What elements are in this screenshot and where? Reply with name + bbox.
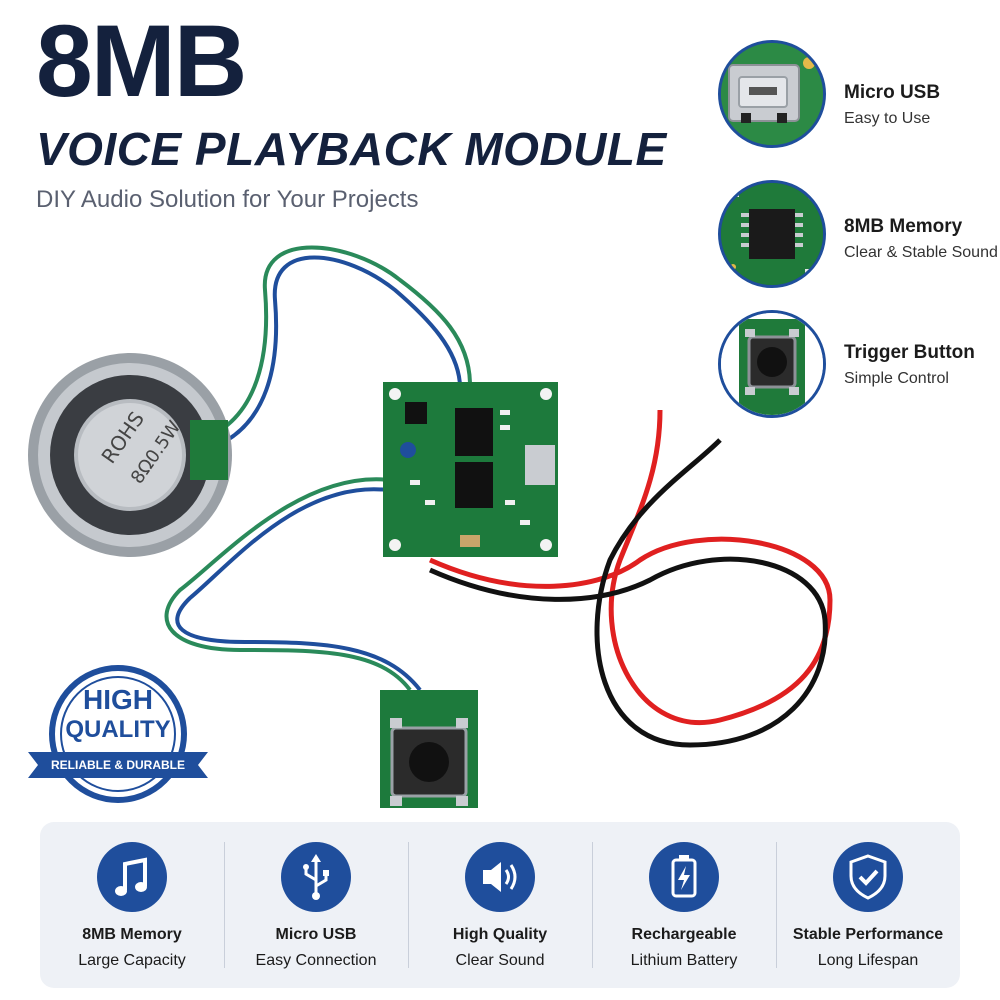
micro-usb-port	[525, 445, 555, 485]
side-feature-desc: Clear & Stable Sound	[844, 244, 998, 261]
badge-ribbon: RELIABLE & DURABLE	[51, 758, 185, 772]
speaker-wire-blue	[204, 255, 462, 452]
side-feature-trigger-button: Trigger Button Simple Control	[718, 310, 998, 420]
main-pcb	[383, 382, 558, 557]
bottom-feature-desc: Lithium Battery	[630, 952, 738, 969]
memory-chip	[455, 408, 493, 456]
badge-line1: HIGH	[83, 684, 153, 715]
button-wire-blue	[175, 487, 422, 692]
side-feature-desc: Easy to Use	[844, 110, 931, 127]
divider	[776, 842, 777, 968]
music-note-icon	[97, 842, 167, 912]
red-wire	[428, 409, 833, 725]
usb-icon	[281, 842, 351, 912]
bottom-feature-desc: Long Lifespan	[817, 952, 919, 969]
bottom-feature-desc: Easy Connection	[255, 952, 377, 969]
black-wire	[428, 438, 828, 748]
speaker-icon	[465, 842, 535, 912]
memory-chip-thumbnail	[718, 180, 826, 288]
side-feature-desc: Simple Control	[844, 370, 949, 387]
divider	[408, 842, 409, 968]
product-subtitle: VOICE PLAYBACK MODULE	[36, 123, 667, 175]
speaker-wire-green	[199, 245, 472, 442]
high-quality-badge: HIGH QUALITY RELIABLE & DURABLE	[28, 664, 208, 814]
bottom-feature-title: Rechargeable	[631, 926, 737, 943]
side-feature-title: Trigger Button	[844, 342, 975, 363]
bottom-feature-usb: Micro USB Easy Connection	[224, 822, 408, 988]
bottom-feature-stability: Stable Performance Long Lifespan	[776, 822, 960, 988]
badge-line2: QUALITY	[65, 716, 171, 743]
bottom-feature-title: 8MB Memory	[82, 926, 182, 943]
bottom-feature-desc: Clear Sound	[455, 952, 545, 969]
product-title: 8MB	[36, 4, 247, 118]
bottom-feature-battery: Rechargeable Lithium Battery	[592, 822, 776, 988]
bottom-feature-memory: 8MB Memory Large Capacity	[40, 822, 224, 988]
bottom-feature-title: Micro USB	[275, 926, 357, 943]
divider	[224, 842, 225, 968]
side-feature-title: Micro USB	[844, 82, 941, 103]
side-feature-micro-usb: Micro USB Easy to Use	[718, 40, 998, 150]
bottom-feature-title: High Quality	[452, 926, 548, 943]
micro-usb-thumbnail	[718, 40, 826, 148]
side-feature-memory: 8MB Memory Clear & Stable Sound	[718, 180, 998, 290]
badge-emblem	[28, 665, 208, 803]
battery-icon	[649, 842, 719, 912]
product-tagline: DIY Audio Solution for Your Projects	[36, 186, 419, 213]
button-wire-green	[164, 477, 412, 692]
bottom-feature-desc: Large Capacity	[78, 952, 186, 969]
shield-check-icon	[833, 842, 903, 912]
speaker: ROHS 8Ω0.5W	[28, 353, 232, 557]
bottom-feature-title: Stable Performance	[792, 926, 944, 943]
trigger-button-pcb	[380, 690, 478, 808]
trigger-button-thumbnail	[718, 310, 826, 418]
side-feature-title: 8MB Memory	[844, 216, 963, 237]
divider	[592, 842, 593, 968]
bottom-feature-panel: 8MB Memory Large Capacity Micro USB Easy…	[40, 822, 960, 988]
bottom-feature-sound: High Quality Clear Sound	[408, 822, 592, 988]
product-illustration: ROHS 8Ω0.5W	[28, 245, 833, 808]
